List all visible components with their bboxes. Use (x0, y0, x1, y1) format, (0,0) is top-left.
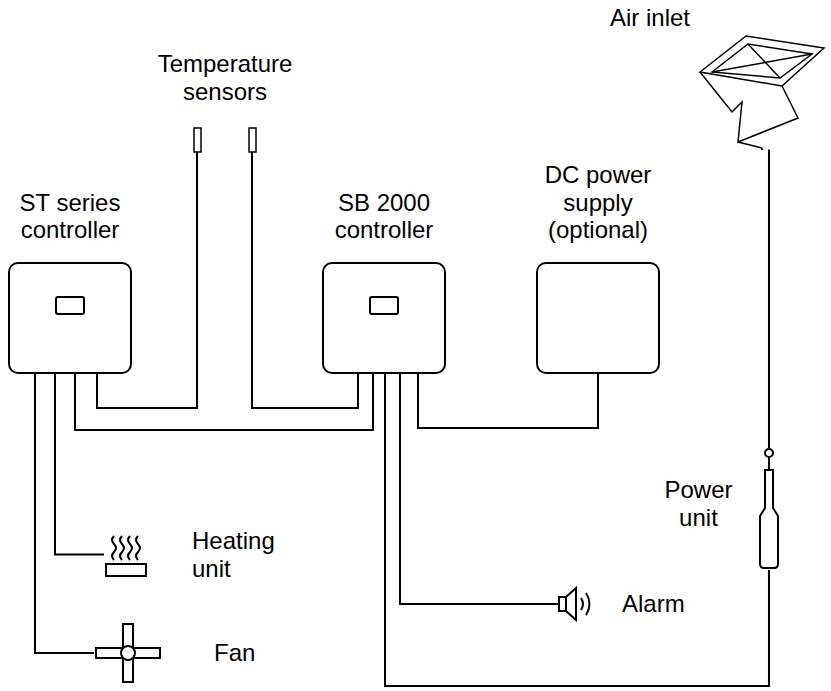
air-inlet-icon (698, 32, 826, 150)
wire (75, 374, 373, 430)
wire (418, 374, 598, 428)
component-label: Alarm (622, 590, 685, 618)
power-supply-box: DC power supply (optional) (536, 262, 660, 374)
component-label: Power unit (661, 476, 736, 531)
fan: Fan (94, 622, 255, 684)
temperature-sensor (194, 128, 201, 152)
component-label: Heating unit (192, 527, 302, 582)
heating-unit: Heating unit (104, 527, 302, 582)
fan-icon (94, 622, 162, 684)
power-unit: Power unit (661, 448, 780, 570)
component-label: Air inlet (610, 4, 690, 32)
controller-box: ST series controller (8, 262, 132, 374)
wire (35, 374, 94, 653)
heating-unit-icon (104, 532, 148, 578)
power-unit-icon (758, 448, 780, 570)
air-inlet: Air inlet (610, 4, 826, 150)
wire (385, 374, 769, 686)
sensor-label: Temperature sensors (140, 50, 310, 105)
display-window (55, 296, 85, 315)
wire (768, 150, 770, 448)
alarm: Alarm (558, 586, 685, 622)
controller-label: ST series controller (0, 189, 140, 244)
wire (55, 374, 104, 555)
alarm-icon (558, 586, 598, 622)
display-window (369, 296, 399, 315)
component-label: Fan (214, 639, 255, 667)
wire (400, 374, 558, 604)
controller-label: DC power supply (optional) (528, 161, 668, 244)
temperature-sensor (249, 128, 256, 152)
controller-label: SB 2000 controller (314, 189, 454, 244)
controller-box: SB 2000 controller (322, 262, 446, 374)
